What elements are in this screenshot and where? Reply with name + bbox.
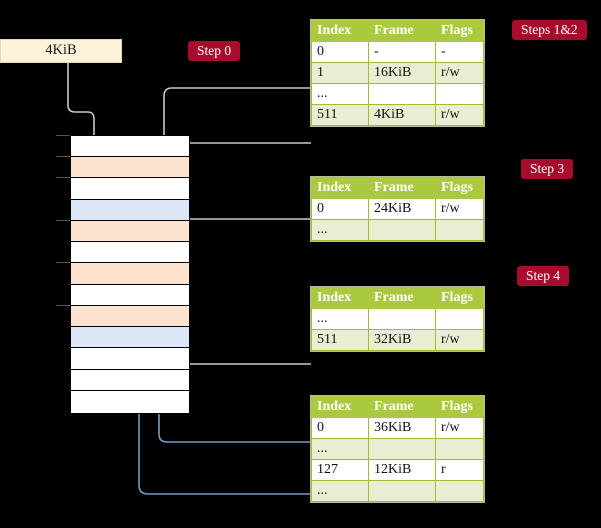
table-cell-flg <box>435 438 484 460</box>
memory-frame-row <box>71 284 189 306</box>
memory-frame-row <box>71 136 189 158</box>
table-row[interactable]: ... <box>311 83 484 105</box>
table-header-index: Index <box>311 396 369 418</box>
table-row[interactable]: ... <box>311 480 484 502</box>
table-cell-frm <box>368 308 436 330</box>
table-cell-frm <box>368 480 436 502</box>
memory-frame-row <box>71 348 189 370</box>
table-header-index: Index <box>311 20 369 42</box>
source-frame-label: 4KiB <box>45 42 77 58</box>
physical-memory-column <box>70 135 190 414</box>
memory-tick-mark <box>56 304 70 306</box>
memory-frame-row <box>71 390 189 412</box>
table-cell-frm: 16KiB <box>368 62 436 84</box>
table-header-frame: Frame <box>368 177 436 199</box>
memory-frame-row <box>71 242 189 264</box>
table-row[interactable]: 0-- <box>311 41 484 63</box>
table-cell-idx: 511 <box>311 104 369 126</box>
memory-tick-mark <box>56 135 70 136</box>
table-cell-idx: ... <box>311 308 369 330</box>
table-cell-frm: 12KiB <box>368 459 436 481</box>
table-header-frame: Frame <box>368 396 436 418</box>
table-cell-frm: - <box>368 41 436 63</box>
table-row[interactable]: ... <box>311 438 484 460</box>
table-cell-idx: ... <box>311 438 369 460</box>
table-cell-frm: 32KiB <box>368 329 436 351</box>
table-cell-frm <box>368 219 436 241</box>
table-cell-idx: 0 <box>311 198 369 220</box>
table-header-flags: Flags <box>435 20 484 42</box>
table-cell-flg: r/w <box>435 417 484 439</box>
memory-tick-mark <box>56 219 70 221</box>
memory-frame-row <box>71 220 189 243</box>
table-header-index: Index <box>311 287 369 309</box>
table-cell-idx: 0 <box>311 417 369 439</box>
table-cell-idx: ... <box>311 480 369 502</box>
table-header-flags: Flags <box>435 396 484 418</box>
memory-frame-row <box>71 305 189 328</box>
step-badge-step4: Step 4 <box>517 266 570 286</box>
table-row[interactable]: ... <box>311 219 484 241</box>
memory-tick-mark <box>56 156 70 158</box>
step-badge-step3: Step 3 <box>521 159 574 179</box>
memory-frame-row <box>71 369 189 391</box>
table-cell-frm: 24KiB <box>368 198 436 220</box>
table-row[interactable]: ... <box>311 308 484 330</box>
table-cell-flg: r/w <box>435 198 484 220</box>
memory-frame-row <box>71 327 189 349</box>
memory-frame-row <box>71 157 189 179</box>
table-cell-idx: 511 <box>311 329 369 351</box>
memory-tick-mark <box>56 262 70 264</box>
table-cell-idx: 0 <box>311 41 369 63</box>
table-header-flags: Flags <box>435 177 484 199</box>
table-cell-idx: ... <box>311 219 369 241</box>
table-cell-frm: 4KiB <box>368 104 436 126</box>
table-cell-frm: 36KiB <box>368 417 436 439</box>
table-cell-flg: r/w <box>435 104 484 126</box>
memory-frame-row <box>71 199 189 221</box>
table-header-frame: Frame <box>368 20 436 42</box>
step-badge-step0: Step 0 <box>188 41 241 61</box>
table-cell-flg <box>435 219 484 241</box>
table-cell-flg <box>435 83 484 105</box>
table-cell-flg <box>435 308 484 330</box>
table-cell-flg: r <box>435 459 484 481</box>
step-badge-steps1and2: Steps 1&2 <box>512 20 587 40</box>
table-header-frame: Frame <box>368 287 436 309</box>
table-cell-flg <box>435 480 484 502</box>
source-frame-box: 4KiB <box>0 39 122 63</box>
table-cell-idx: 127 <box>311 459 369 481</box>
table-cell-flg: r/w <box>435 62 484 84</box>
memory-frame-row <box>71 178 189 200</box>
table-cell-idx: ... <box>311 83 369 105</box>
memory-tick-mark <box>56 177 70 179</box>
table-header-flags: Flags <box>435 287 484 309</box>
memory-frame-row <box>71 263 189 285</box>
table-cell-flg: r/w <box>435 329 484 351</box>
table-header-index: Index <box>311 177 369 199</box>
table-cell-frm <box>368 438 436 460</box>
table-cell-flg: - <box>435 41 484 63</box>
table-cell-frm <box>368 83 436 105</box>
table-cell-idx: 1 <box>311 62 369 84</box>
